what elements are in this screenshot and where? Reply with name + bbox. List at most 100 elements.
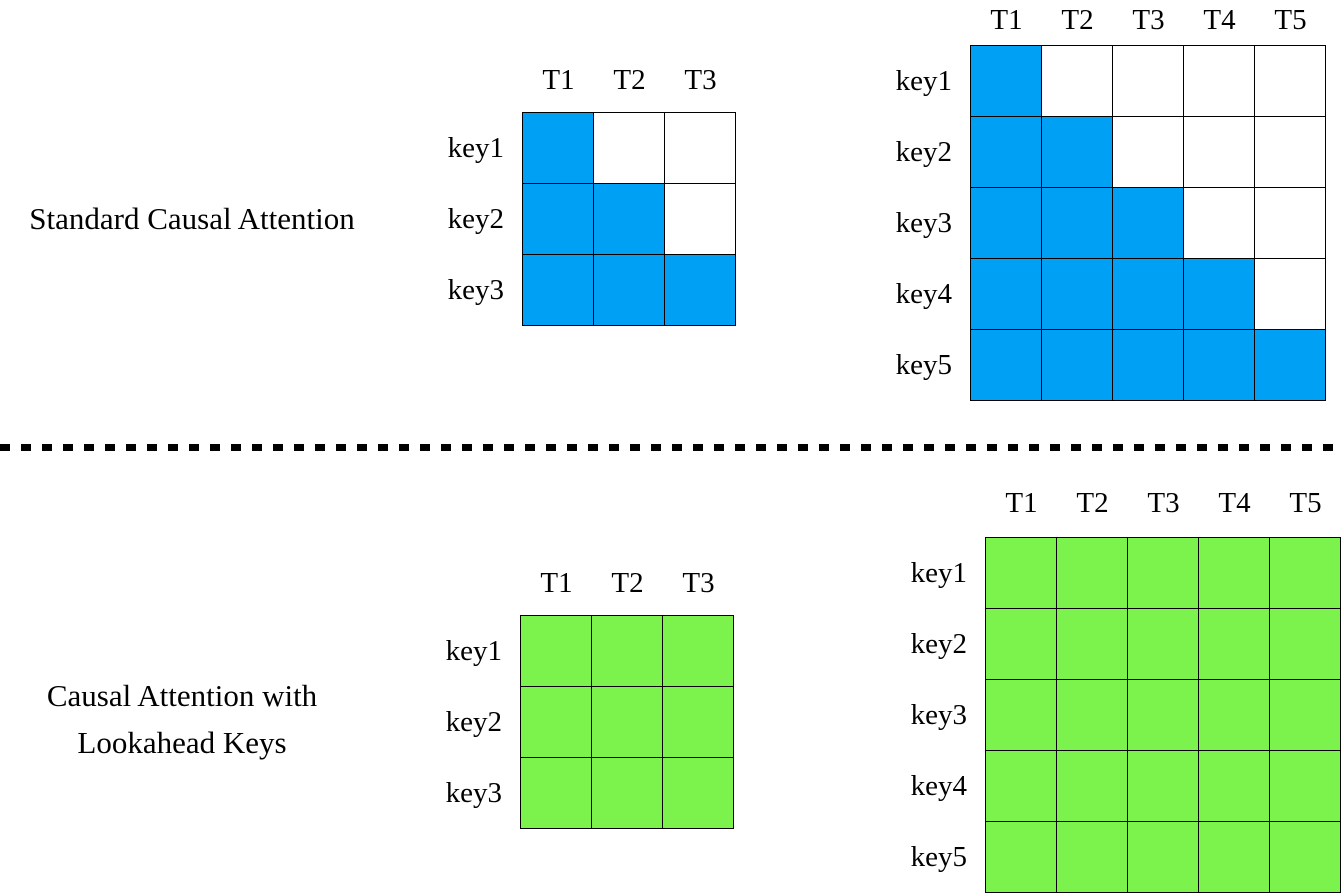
grid-cell-key3-T1-filled bbox=[986, 680, 1056, 750]
row-label-key5: key5 bbox=[895, 349, 952, 381]
grid-cell-key4-T2-filled bbox=[1042, 259, 1112, 329]
attention-matrix bbox=[520, 615, 734, 829]
grid-cell-key1-T1-filled bbox=[521, 616, 591, 686]
section-title-standard-causal-attention: Standard Causal Attention bbox=[29, 201, 355, 236]
column-header-T1: T1 bbox=[542, 64, 575, 96]
grid-cell-key5-T4-filled bbox=[1199, 822, 1269, 892]
grid-cell-key3-T3-filled bbox=[1128, 680, 1198, 750]
section-title-line2: Lookahead Keys bbox=[77, 725, 287, 760]
grid-cell-key2-T2-filled bbox=[1042, 117, 1112, 187]
grid-cell-key2-T3-filled bbox=[1128, 609, 1198, 679]
row-label-key1: key1 bbox=[445, 635, 502, 667]
grid-cell-key1-T1-filled bbox=[971, 46, 1041, 116]
grid-cell-key1-T3-filled bbox=[663, 616, 733, 686]
grid-cell-key5-T2-filled bbox=[1057, 822, 1127, 892]
grid-cell-key4-T2-filled bbox=[1057, 751, 1127, 821]
grid-cell-key2-T1-filled bbox=[971, 117, 1041, 187]
grid-cell-key3-T3-filled bbox=[665, 255, 735, 325]
row-label-key1: key1 bbox=[895, 65, 952, 97]
column-header-T4: T4 bbox=[1218, 487, 1251, 519]
grid-cell-key5-T1-filled bbox=[986, 822, 1056, 892]
grid-cell-key5-T2-filled bbox=[1042, 330, 1112, 400]
row-label-key3: key3 bbox=[445, 777, 502, 809]
grid-cell-key2-T3-empty bbox=[665, 184, 735, 254]
row-label-key2: key2 bbox=[445, 706, 502, 738]
grid-cell-key2-T1-filled bbox=[986, 609, 1056, 679]
grid-cell-key2-T4-filled bbox=[1199, 609, 1269, 679]
row-label-key1: key1 bbox=[447, 132, 504, 164]
grid-cell-key1-T2-empty bbox=[594, 113, 664, 183]
grid-cell-key2-T1-filled bbox=[521, 687, 591, 757]
grid-cell-key3-T1-filled bbox=[971, 188, 1041, 258]
grid-cell-key2-T2-filled bbox=[1057, 609, 1127, 679]
row-label-key4: key4 bbox=[910, 770, 967, 802]
grid-cell-key3-T2-filled bbox=[594, 255, 664, 325]
column-header-T3: T3 bbox=[682, 567, 715, 599]
grid-cell-key3-T1-filled bbox=[523, 255, 593, 325]
row-labels: key1 key2 key3 key4 key5 bbox=[854, 45, 970, 401]
grid-cell-key3-T5-filled bbox=[1270, 680, 1340, 750]
column-headers: T1 T2 T3 bbox=[521, 563, 734, 615]
grid-cell-key3-T2-filled bbox=[1057, 680, 1127, 750]
row-label-key3: key3 bbox=[447, 274, 504, 306]
column-header-T2: T2 bbox=[613, 64, 646, 96]
grid-cell-key3-T4-empty bbox=[1184, 188, 1254, 258]
grid-cell-key1-T1-filled bbox=[986, 538, 1056, 608]
grid-cell-key5-T3-filled bbox=[1113, 330, 1183, 400]
row-label-key5: key5 bbox=[910, 841, 967, 873]
grid-cell-key3-T2-filled bbox=[1042, 188, 1112, 258]
grid-cell-key4-T3-filled bbox=[1128, 751, 1198, 821]
row-label-key2: key2 bbox=[910, 628, 967, 660]
column-header-T1: T1 bbox=[1005, 487, 1038, 519]
grid-cell-key4-T4-filled bbox=[1199, 751, 1269, 821]
grid-cell-key3-T4-filled bbox=[1199, 680, 1269, 750]
grid-cell-key3-T1-filled bbox=[521, 758, 591, 828]
grid-cell-key5-T5-filled bbox=[1255, 330, 1325, 400]
attention-matrix bbox=[970, 45, 1326, 401]
grid-cell-key1-T1-filled bbox=[523, 113, 593, 183]
row-label-key3: key3 bbox=[910, 699, 967, 731]
attention-matrix bbox=[985, 537, 1341, 893]
grid-cell-key4-T3-filled bbox=[1113, 259, 1183, 329]
grid-cell-key4-T1-filled bbox=[971, 259, 1041, 329]
column-header-T2: T2 bbox=[611, 567, 644, 599]
row-label-key2: key2 bbox=[895, 136, 952, 168]
grid-cell-key5-T5-filled bbox=[1270, 822, 1340, 892]
section-title-line1: Causal Attention with bbox=[46, 678, 318, 713]
grid-cell-key1-T4-filled bbox=[1199, 538, 1269, 608]
column-header-T3: T3 bbox=[1132, 4, 1165, 36]
grid-cell-key1-T2-filled bbox=[1057, 538, 1127, 608]
grid-cell-key1-T5-empty bbox=[1255, 46, 1325, 116]
column-header-T3: T3 bbox=[684, 64, 717, 96]
grid-cell-key2-T5-empty bbox=[1255, 117, 1325, 187]
grid-cell-key1-T3-empty bbox=[665, 113, 735, 183]
grid-lookahead-3x3: T1 T2 T3 key1 key2 key3 bbox=[404, 563, 734, 829]
grid-cell-key5-T1-filled bbox=[971, 330, 1041, 400]
column-header-T2: T2 bbox=[1061, 4, 1094, 36]
column-header-T5: T5 bbox=[1289, 487, 1322, 519]
row-label-key3: key3 bbox=[895, 207, 952, 239]
column-headers: T1 T2 T3 bbox=[523, 60, 736, 112]
attention-matrix bbox=[522, 112, 736, 326]
column-header-T1: T1 bbox=[990, 4, 1023, 36]
row-label-key4: key4 bbox=[895, 278, 952, 310]
grid-cell-key2-T4-empty bbox=[1184, 117, 1254, 187]
row-labels: key1 key2 key3 bbox=[404, 615, 520, 829]
grid-cell-key3-T3-filled bbox=[663, 758, 733, 828]
grid-cell-key1-T5-filled bbox=[1270, 538, 1340, 608]
grid-cell-key4-T5-empty bbox=[1255, 259, 1325, 329]
section-title-lookahead-keys: Causal Attention with Lookahead Keys bbox=[8, 672, 356, 766]
grid-cell-key2-T2-filled bbox=[594, 184, 664, 254]
grid-cell-key1-T4-empty bbox=[1184, 46, 1254, 116]
grid-cell-key1-T2-empty bbox=[1042, 46, 1112, 116]
column-header-T1: T1 bbox=[540, 567, 573, 599]
grid-cell-key4-T5-filled bbox=[1270, 751, 1340, 821]
